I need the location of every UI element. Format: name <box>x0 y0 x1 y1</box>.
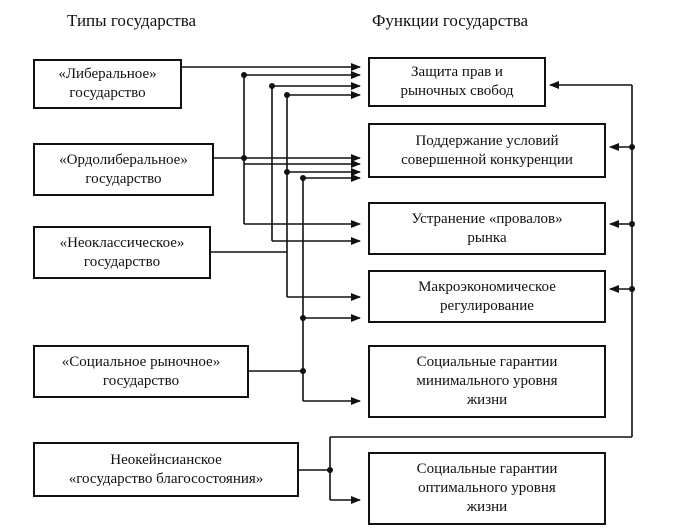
type-ordoliberal-box: «Ордолиберальное» государство <box>33 143 214 196</box>
function-market-failures-label: Устранение «провалов» рынка <box>411 210 563 246</box>
type-neoclassic-label: «Неоклассическое» государство <box>59 234 185 270</box>
type-neoclassic-box: «Неоклассическое» государство <box>33 226 211 279</box>
type-social-market-label: «Социальное рыночное» государство <box>61 353 221 389</box>
type-ordoliberal-label: «Ордолиберальное» государство <box>59 151 188 187</box>
function-macro-label: Макроэкономическое регулирование <box>418 278 556 314</box>
function-minimal-guarantees-label: Социальные гарантии минимального уровня … <box>416 354 558 408</box>
type-neokeynesian-label: Неокейнсианское «государство благосостоя… <box>68 451 264 487</box>
function-rights-box: Защита прав и рыночных свобод <box>368 57 546 107</box>
function-optimal-guarantees-label: Социальные гарантии оптимального уровня … <box>416 461 558 515</box>
types-heading: Типы государства <box>67 11 197 30</box>
function-minimal-guarantees-box: Социальные гарантии минимального уровня … <box>368 345 606 418</box>
type-social-market-box: «Социальное рыночное» государство <box>33 345 249 398</box>
type-liberal-box: «Либеральное» государство <box>33 59 182 109</box>
type-neokeynesian-box: Неокейнсианское «государство благосостоя… <box>33 442 299 497</box>
function-rights-label: Защита прав и рыночных свобод <box>400 64 514 99</box>
function-macro-box: Макроэкономическое регулирование <box>368 270 606 323</box>
functions-heading: Функции государства <box>372 11 529 30</box>
function-competition-box: Поддержание условий совершенной конкурен… <box>368 123 606 178</box>
type-liberal-label: «Либеральное» государство <box>58 66 157 101</box>
function-competition-label: Поддержание условий совершенной конкурен… <box>401 132 573 168</box>
function-market-failures-box: Устранение «провалов» рынка <box>368 202 606 255</box>
function-optimal-guarantees-box: Социальные гарантии оптимального уровня … <box>368 452 606 525</box>
